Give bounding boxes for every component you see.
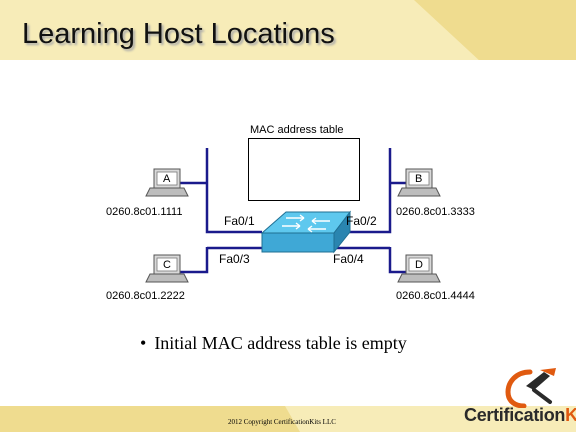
mac-address-table: [248, 138, 360, 201]
computer-icon-b: [397, 168, 441, 197]
link-host-b: [337, 148, 392, 234]
slide-title: Learning Host Locations: [22, 18, 335, 50]
footer-accent: [0, 406, 300, 432]
port-label-fa0-4: Fa0/4: [333, 252, 364, 266]
computer-icon-c: [145, 254, 189, 283]
port-label-fa0-2: Fa0/2: [346, 214, 377, 228]
link-host-c: [180, 247, 209, 274]
bullet-text: Initial MAC address table is empty: [154, 333, 407, 353]
switch-icon: [260, 210, 352, 254]
host-b-letter: B: [415, 173, 423, 185]
logo-text-kits: Kits: [565, 405, 576, 425]
computer-icon-d: [397, 254, 441, 283]
host-c-letter: C: [163, 259, 171, 271]
link-host-d: [388, 247, 406, 274]
link-host-a: [205, 148, 262, 234]
certificationkits-logo-icon: [505, 368, 556, 408]
host-d-mac: 0260.8c01.4444: [396, 290, 475, 302]
computer-icon-a: [145, 168, 189, 197]
logo-wordmark: CertificationKits: [464, 405, 576, 426]
host-c-mac: 0260.8c01.2222: [106, 290, 185, 302]
bullet-item: • Initial MAC address table is empty: [140, 333, 407, 354]
network-links: [180, 148, 406, 274]
bullet-symbol: •: [140, 333, 147, 353]
port-label-fa0-3: Fa0/3: [219, 252, 250, 266]
host-a-mac: 0260.8c01.1111: [106, 206, 183, 218]
host-d-letter: D: [415, 259, 423, 271]
logo-text-certification: Certification: [464, 405, 566, 425]
host-a-letter: A: [163, 173, 171, 185]
mac-table-label: MAC address table: [250, 124, 344, 136]
host-b-mac: 0260.8c01.3333: [396, 206, 475, 218]
port-label-fa0-1: Fa0/1: [224, 214, 255, 228]
copyright-text: 2012 Copyright CertificationKits LLC: [228, 418, 336, 426]
